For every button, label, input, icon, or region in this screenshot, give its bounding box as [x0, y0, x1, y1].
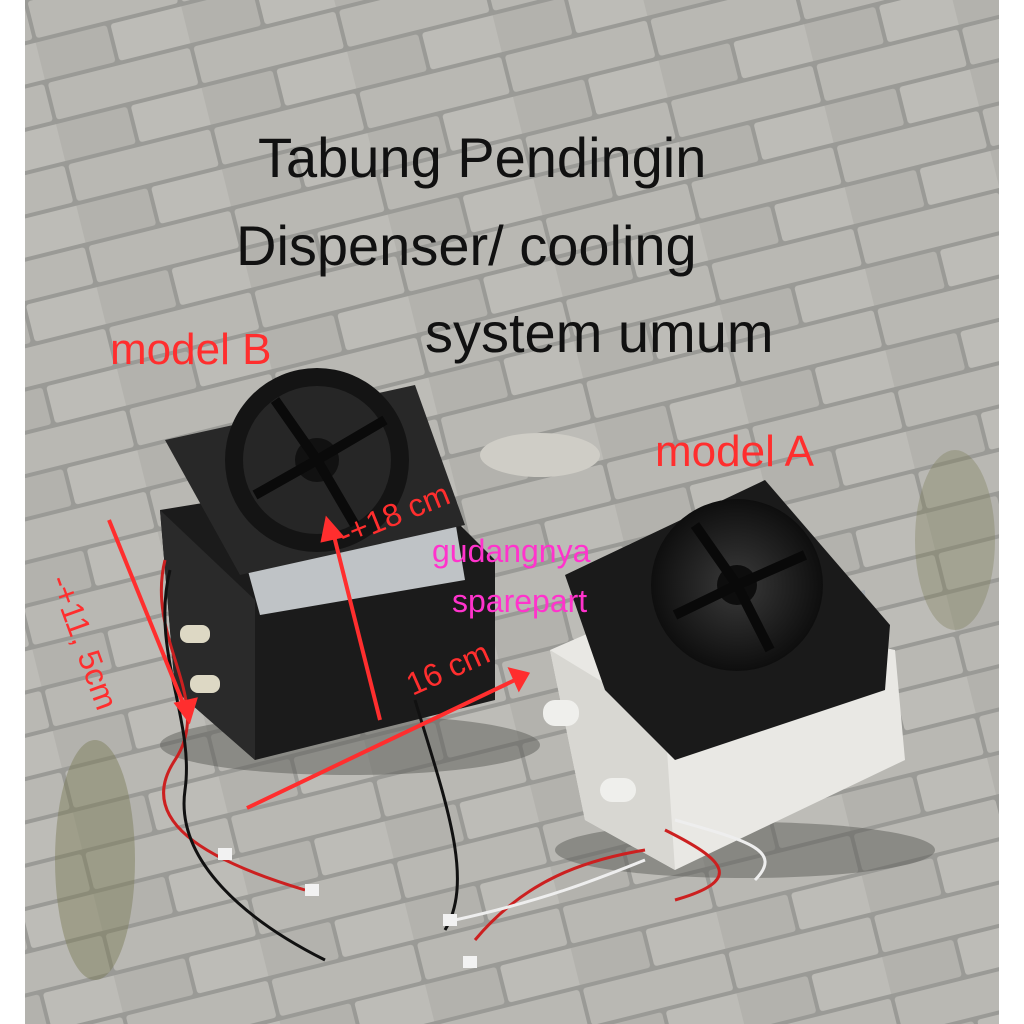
title-line-3: system umum [425, 301, 774, 364]
label-model-b: model B [110, 325, 272, 374]
watermark-line-2: sparepart [452, 583, 588, 619]
title-line-2: Dispenser/ cooling [236, 214, 697, 277]
connector [463, 956, 477, 968]
label-model-a: model A [655, 427, 814, 476]
product-photo [25, 0, 999, 1024]
connector [218, 848, 232, 860]
cooling-unit-model-a [543, 480, 935, 878]
connector [305, 884, 319, 896]
cooling-unit-model-b [160, 368, 540, 775]
concrete-patch [480, 433, 600, 477]
title-line-1: Tabung Pendingin [258, 126, 707, 189]
connector [443, 914, 457, 926]
dimension-arrows [107, 515, 531, 810]
grass-patch-left [55, 740, 135, 980]
watermark-line-1: gudangnya [432, 533, 591, 569]
grass-patch-right [915, 450, 995, 630]
